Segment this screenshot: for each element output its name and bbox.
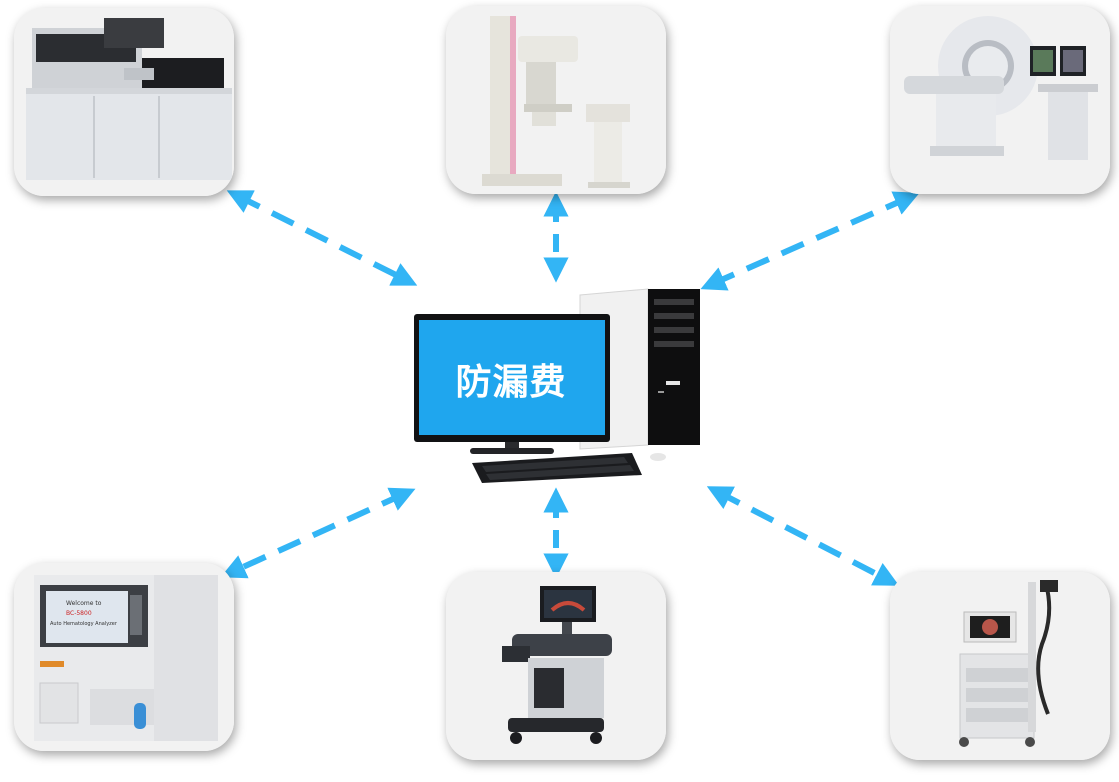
arrow-top-right (700, 191, 920, 291)
ultrasound-machine-card (446, 572, 666, 760)
hematology-screen-line2: BC-5800 (66, 610, 92, 617)
ct-scanner-icon (890, 6, 1110, 194)
endoscopy-system-icon (890, 572, 1110, 760)
mammography-machine-card (446, 6, 666, 194)
arrow-bottom-right (706, 486, 900, 586)
screen-label: 防漏费 (455, 362, 567, 403)
mammography-machine-icon (446, 6, 666, 194)
hematology-screen-line1: Welcome to (66, 600, 102, 607)
monitor-screen (419, 320, 605, 435)
hematology-analyzer-icon: Welcome to BC-5800 Auto Hematology Analy… (14, 563, 234, 751)
hematology-screen-line3: Auto Hematology Analyzer (50, 621, 118, 627)
ultrasound-machine-icon (446, 572, 666, 760)
arrow-bottom-left (220, 487, 416, 579)
ct-scanner-card (890, 6, 1110, 194)
endoscopy-system-card (890, 572, 1110, 760)
hematology-analyzer-card: Welcome to BC-5800 Auto Hematology Analy… (14, 563, 234, 751)
arrow-top-left (226, 190, 418, 286)
computer-illustration (414, 288, 700, 483)
biochemistry-analyzer-icon (14, 8, 234, 196)
biochemistry-analyzer-card (14, 8, 234, 196)
